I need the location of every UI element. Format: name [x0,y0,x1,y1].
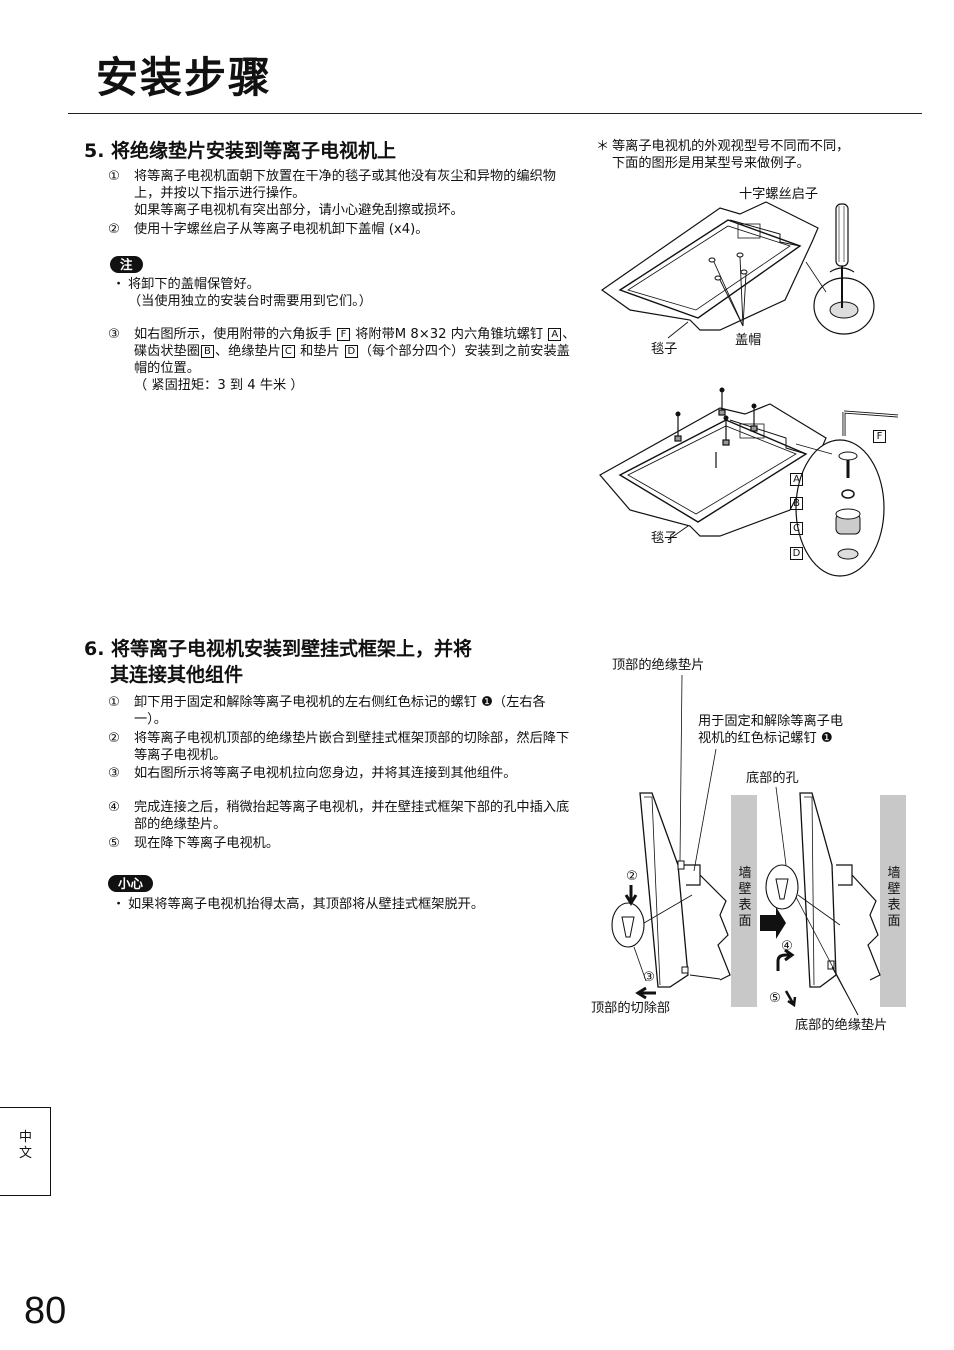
page-number: 80 [24,1290,67,1332]
s6-step-4: ④ 完成连接之后，稍微抬起等离子电视机，并在壁挂式框架下部的孔中插入底部的绝缘垫… [108,799,578,833]
s6-step-5: ⑤ 现在降下等离子电视机。 [108,835,578,852]
blanket-label-2: 毯子 [651,531,678,546]
bullet-dot: ・ [112,277,126,292]
figure-note-line-1: 等离子电视机的外观视型号不同而不同， [612,139,850,154]
key-d-marker: D [789,545,804,562]
attach-spacers-illustration [599,387,899,577]
caution-badge: 小心 [108,875,154,892]
step-text: 如右图所示，使用附带的六角扳手 F 将附带M 8×32 内六角锥坑螺钉 A、碟齿… [134,326,578,377]
key-f-box: F [873,430,886,443]
step-subtext: 如果等离子电视机有突出部分，请小心避免刮擦或损坏。 [134,203,464,218]
key-b-box: B [790,497,803,510]
s6-step-3: ③ 如右图所示将等离子电视机拉向您身边，并将其连接到其他组件。 [108,765,578,782]
step-text: 使用十字螺丝启子从等离子电视机卸下盖帽 (x4)。 [134,222,429,237]
figure-note-line-2: 下面的图形是用某型号来做例子。 [612,156,810,171]
part-key-b: B [200,345,214,358]
cap-label: 盖帽 [735,333,762,348]
s5-step-3: ③ 如右图所示，使用附带的六角扳手 F 将附带M 8×32 内六角锥坑螺钉 A、… [108,326,578,394]
note-item: ・ 将卸下的盖帽保管好。 （当使用独立的安装台时需要用到它们。） [112,276,572,310]
caution-text: 如果将等离子电视机抬得太高，其顶部将从壁挂式框架脱开。 [128,897,485,912]
step3-part-b: 将附带M 8×32 内六角锥坑螺钉 [355,327,544,342]
red-screw-label-1: 用于固定和解除等离子电 [698,714,844,729]
s5-step-2: ② 使用十字螺丝启子从等离子电视机卸下盖帽 (x4)。 [108,221,578,238]
key-a-box: A [790,473,803,486]
bottom-spacer-label: 底部的绝缘垫片 [795,1018,888,1033]
note-text: 将卸下的盖帽保管好。 [128,277,260,292]
wall-surface-left [731,795,757,1007]
language-tab [0,1107,51,1196]
step-text: 完成连接之后，稍微抬起等离子电视机，并在壁挂式框架下部的孔中插入底部的绝缘垫片。 [134,800,570,832]
marker-3: ③ [643,970,655,985]
step-number: ⑤ [108,836,120,851]
caution-label: 小心 [108,873,154,892]
red-screw-label-2: 视机的红色标记螺钉 ❶ [698,731,833,746]
blanket-label-1: 毯子 [651,342,678,357]
marker-4: ④ [781,939,793,954]
step-text: 将等离子电视机顶部的绝缘垫片嵌合到壁挂式框架顶部的切除部，然后降下等离子电视机。 [134,731,570,763]
wall-surface-right [880,795,906,1007]
s6-step-2: ② 将等离子电视机顶部的绝缘垫片嵌合到壁挂式框架顶部的切除部，然后降下等离子电视… [108,730,578,764]
wall-mount-illustration [611,675,881,1016]
part-key-a: A [548,328,562,341]
part-key-c: C [281,345,295,358]
step-number: ③ [108,327,120,342]
step3-part-f: （每个部分四个）安装到之前安装盖帽的位置。 [134,344,570,376]
wall-label-right: 墙壁表面 [887,866,901,929]
key-a-marker: A [789,471,804,488]
step-text: 卸下用于固定和解除等离子电视机的左右侧红色标记的螺钉 ❶（左右各一）。 [134,695,546,727]
section-6-heading: 6. 将等离子电视机安装到壁挂式框架上，并将 其连接其他组件 [84,636,564,688]
wall-label-left: 墙壁表面 [738,866,752,929]
top-spacer-label: 顶部的绝缘垫片 [612,658,705,673]
key-c-marker: C [789,520,804,537]
step3-part-a: 如右图所示，使用附带的六角扳手 [134,327,332,342]
page-title: 安装步骤 [96,53,273,102]
bottom-hole-label: 底部的孔 [746,771,799,786]
step3-part-d: 、绝缘垫片 [214,344,281,359]
marker-2: ② [626,869,638,884]
key-b-marker: B [789,495,804,512]
step-number: ③ [108,766,120,781]
note-text-2: （当使用独立的安装台时需要用到它们。） [128,294,372,309]
step-text: 将等离子电视机面朝下放置在干净的毯子或其他没有灰尘和异物的编织物上，并按以下指示… [134,169,556,201]
title-divider [68,113,922,114]
s5-step-1: ① 将等离子电视机面朝下放置在干净的毯子或其他没有灰尘和异物的编织物上，并按以下… [108,168,578,219]
step-text: 现在降下等离子电视机。 [134,836,280,851]
key-f-marker: F [872,428,887,445]
torque-text: （ 紧固扭矩：3 到 4 牛米 ） [134,378,304,393]
section-5-heading: 5. 将绝缘垫片安装到等离子电视机上 [84,140,397,162]
key-c-box: C [790,522,803,535]
step-number: ② [108,222,120,237]
note-label: 注 [110,254,143,273]
marker-5: ⑤ [769,991,781,1006]
heading-line-2: 其连接其他组件 [110,664,244,686]
step3-part-e: 和垫片 [300,344,340,359]
step3-part-c: 、碟齿状垫圈 [134,327,576,359]
caution-item: ・ 如果将等离子电视机抬得太高，其顶部将从壁挂式框架脱开。 [112,896,572,913]
step-number: ① [108,169,120,184]
language-tab-label: 中文 [19,1130,33,1161]
part-key-f: F [337,328,351,341]
screwdriver-label: 十字螺丝启子 [739,187,819,202]
step-number: ② [108,731,120,746]
remove-caps-illustration [600,201,875,339]
note-badge: 注 [110,256,143,273]
step-text: 如右图所示将等离子电视机拉向您身边，并将其连接到其他组件。 [134,766,517,781]
top-cutout-label: 顶部的切除部 [591,1001,671,1016]
bullet-dot: ・ [112,897,126,912]
s6-step-1: ① 卸下用于固定和解除等离子电视机的左右侧红色标记的螺钉 ❶（左右各一）。 [108,694,578,728]
figure-note-star: ＊ [596,139,610,154]
heading-line-1: 6. 将等离子电视机安装到壁挂式框架上，并将 [84,638,473,660]
step-number: ④ [108,800,120,815]
part-key-d: D [344,345,358,358]
step-number: ① [108,695,120,710]
key-d-box: D [790,547,803,560]
